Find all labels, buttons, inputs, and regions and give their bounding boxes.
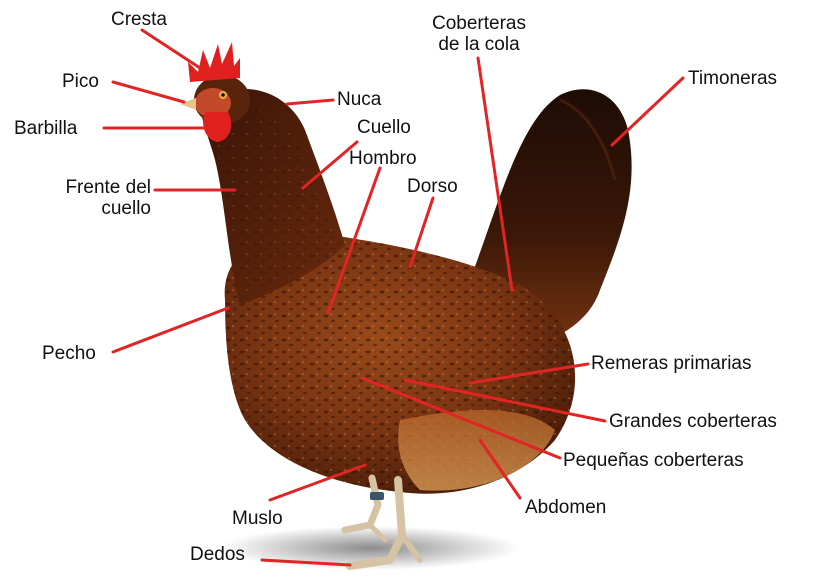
hen-comb <box>188 42 240 82</box>
label-cuello: Cuello <box>357 117 411 138</box>
label-timoneras: Timoneras <box>688 68 777 89</box>
label-dorso: Dorso <box>407 176 458 197</box>
label-grandes-coberteras: Grandes coberteras <box>609 411 777 432</box>
label-remeras-primarias: Remeras primarias <box>591 353 751 374</box>
leader-pico <box>113 82 184 102</box>
label-muslo: Muslo <box>232 508 283 529</box>
label-barbilla: Barbilla <box>14 118 77 139</box>
leader-cresta <box>142 30 200 68</box>
label-nuca: Nuca <box>337 89 381 110</box>
label-frente-del-cuello-line1: Frente del <box>33 177 151 198</box>
label-coberteras-line1: Coberteras <box>418 13 540 34</box>
hen-belly <box>398 410 555 491</box>
label-frente-del-cuello: Frente del cuello <box>33 177 151 219</box>
label-coberteras-de-la-cola: Coberteras de la cola <box>418 13 540 55</box>
leader-nuca <box>287 100 333 104</box>
label-dedos: Dedos <box>190 544 245 565</box>
label-hombro: Hombro <box>349 148 417 169</box>
leader-pecho <box>113 308 228 352</box>
label-cresta: Cresta <box>111 9 167 30</box>
label-abdomen: Abdomen <box>525 497 606 518</box>
label-pequenas-coberteras: Pequeñas coberteras <box>563 450 744 471</box>
label-coberteras-line2: de la cola <box>418 34 540 55</box>
hen-beak <box>180 98 196 110</box>
label-frente-del-cuello-line2: cuello <box>33 198 151 219</box>
label-pecho: Pecho <box>42 343 96 364</box>
label-pico: Pico <box>62 71 99 92</box>
leader-timoneras <box>612 78 683 145</box>
